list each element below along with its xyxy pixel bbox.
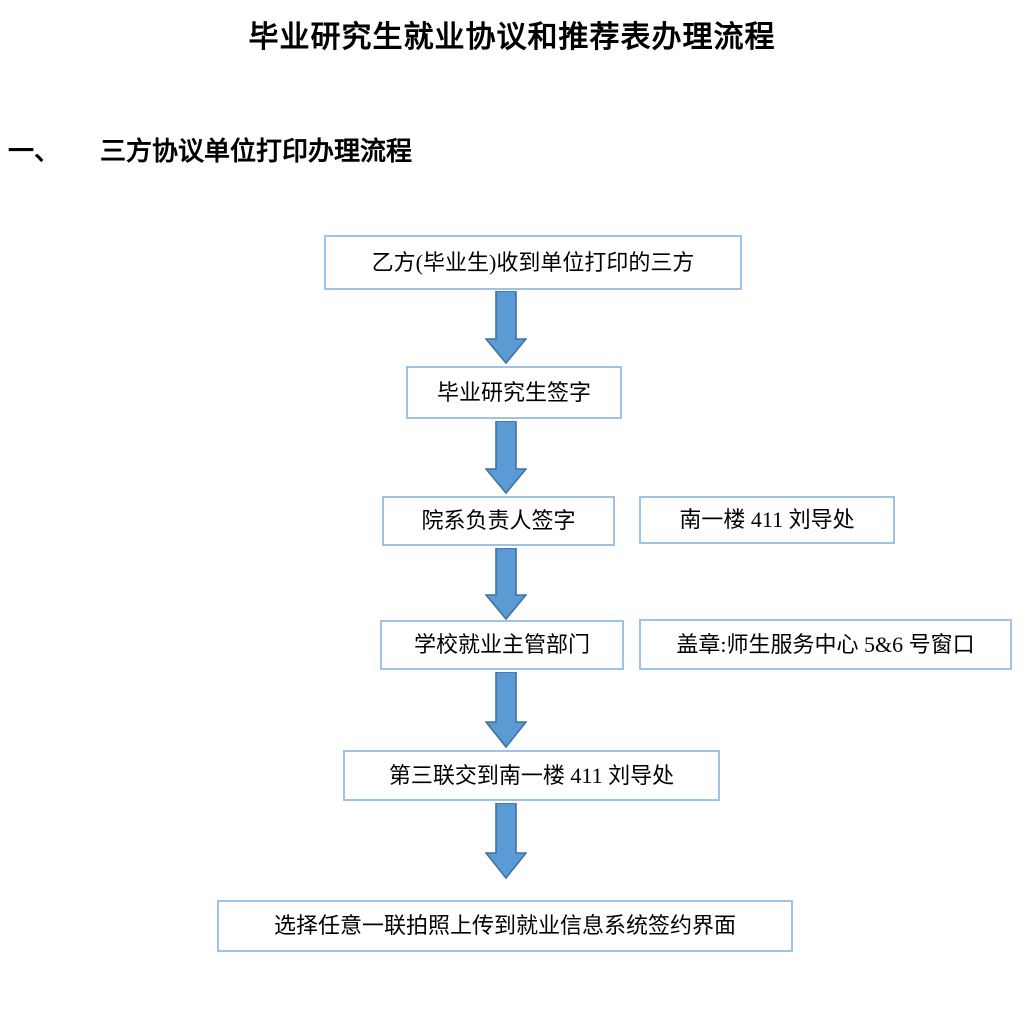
flow-arrow-4-down-icon [485, 672, 527, 748]
flow-note-2[interactable]: 盖章:师生服务中心 5&6 号窗口 [639, 619, 1012, 670]
flow-step-5[interactable]: 第三联交到南一楼 411 刘导处 [343, 750, 720, 801]
flow-step-4[interactable]: 学校就业主管部门 [380, 620, 624, 670]
flow-step-3[interactable]: 院系负责人签字 [382, 496, 615, 546]
page-title: 毕业研究生就业协议和推荐表办理流程 [248, 21, 776, 54]
flow-arrow-5-down-icon [485, 803, 527, 879]
section-heading: 一、 三方协议单位打印办理流程 [8, 131, 412, 168]
flow-note-1[interactable]: 南一楼 411 刘导处 [639, 496, 895, 544]
flow-arrow-2-down-icon [485, 421, 527, 494]
flow-step-2[interactable]: 毕业研究生签字 [406, 366, 622, 419]
flow-step-6[interactable]: 选择任意一联拍照上传到就业信息系统签约界面 [217, 900, 793, 952]
section-heading-text: 三方协议单位打印办理流程 [100, 137, 413, 166]
section-number: 一、 [8, 137, 61, 166]
flow-arrow-3-down-icon [485, 548, 527, 620]
flow-step-1[interactable]: 乙方(毕业生)收到单位打印的三方 [324, 235, 742, 290]
flow-arrow-1-down-icon [485, 291, 527, 364]
